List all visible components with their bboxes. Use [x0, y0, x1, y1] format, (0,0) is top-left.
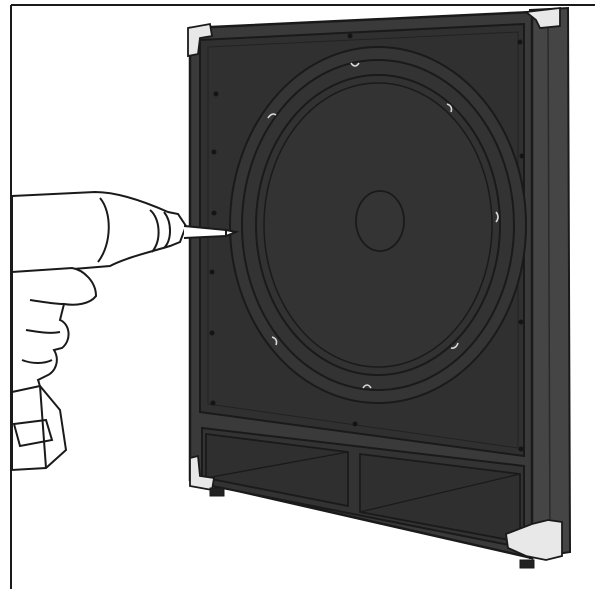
ring-tab-lower-left: [271, 336, 278, 346]
corner-protectors: [187, 6, 563, 561]
grille-inner-edge: [207, 31, 519, 449]
ring-tab-lower-right: [450, 342, 459, 349]
drill-bit: [183, 225, 240, 239]
corner-top-right: [523, 6, 561, 29]
corner-top-left: [187, 22, 214, 58]
ring-tab-top: [350, 62, 360, 67]
port-right-diagonal: [359, 473, 521, 513]
drill-with-hand: [11, 190, 240, 472]
ring-tab-bottom: [362, 384, 372, 389]
foot-left: [209, 487, 225, 497]
corner-bottom-right: [505, 519, 563, 561]
panel-screws: [209, 33, 525, 452]
corner-bottom-left: [189, 454, 216, 492]
speaker-cabinet: [187, 6, 572, 569]
port-left-diagonal: [205, 451, 349, 479]
port-left: [205, 432, 349, 508]
dust-cap: [355, 190, 405, 252]
side-panel-edge: [547, 19, 551, 546]
finger-line-1: [29, 299, 65, 305]
ring-tab-upper-right: [446, 103, 453, 113]
drill-grip-line: [97, 197, 110, 263]
battery-edge: [39, 385, 47, 469]
ring-tab-right: [495, 211, 499, 223]
drill-chuck-line-2: [163, 211, 171, 249]
finger-line-2: [25, 329, 61, 334]
finger-line-3: [21, 359, 53, 364]
drill-chuck-line-1: [149, 209, 160, 253]
ring-tab-upper-left: [267, 113, 277, 119]
bass-port-section: [201, 426, 525, 550]
foot-right: [519, 559, 535, 569]
ring-screw-tabs: [267, 62, 499, 389]
